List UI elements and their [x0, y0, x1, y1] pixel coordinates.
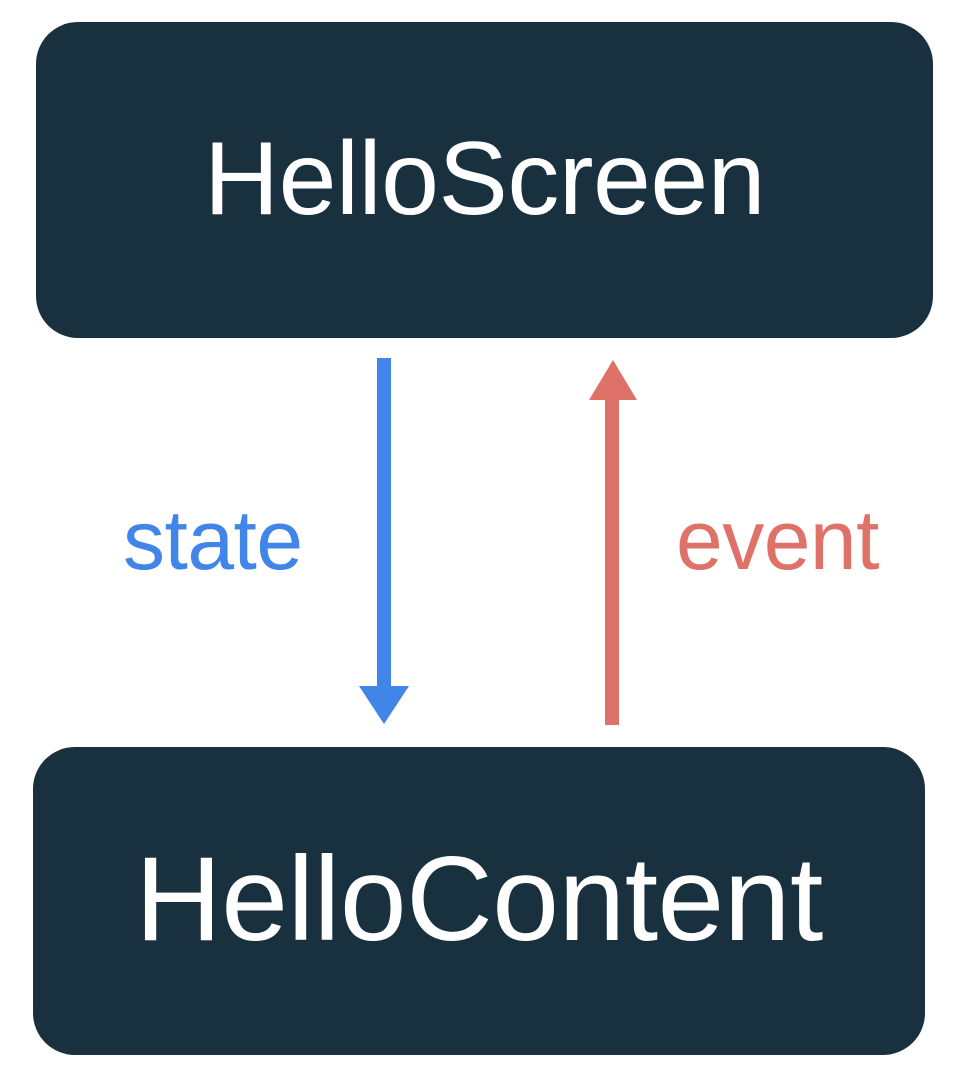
edge-label-state: state [123, 493, 303, 587]
node-hello-screen-label: HelloScreen [203, 121, 766, 237]
edge-label-event: event [676, 493, 880, 587]
node-hello-screen[interactable]: HelloScreen [36, 22, 933, 338]
event-arrow [589, 360, 637, 725]
node-hello-content[interactable]: HelloContent [33, 747, 925, 1055]
node-hello-content-label: HelloContent [135, 832, 823, 966]
state-arrow [359, 358, 409, 724]
